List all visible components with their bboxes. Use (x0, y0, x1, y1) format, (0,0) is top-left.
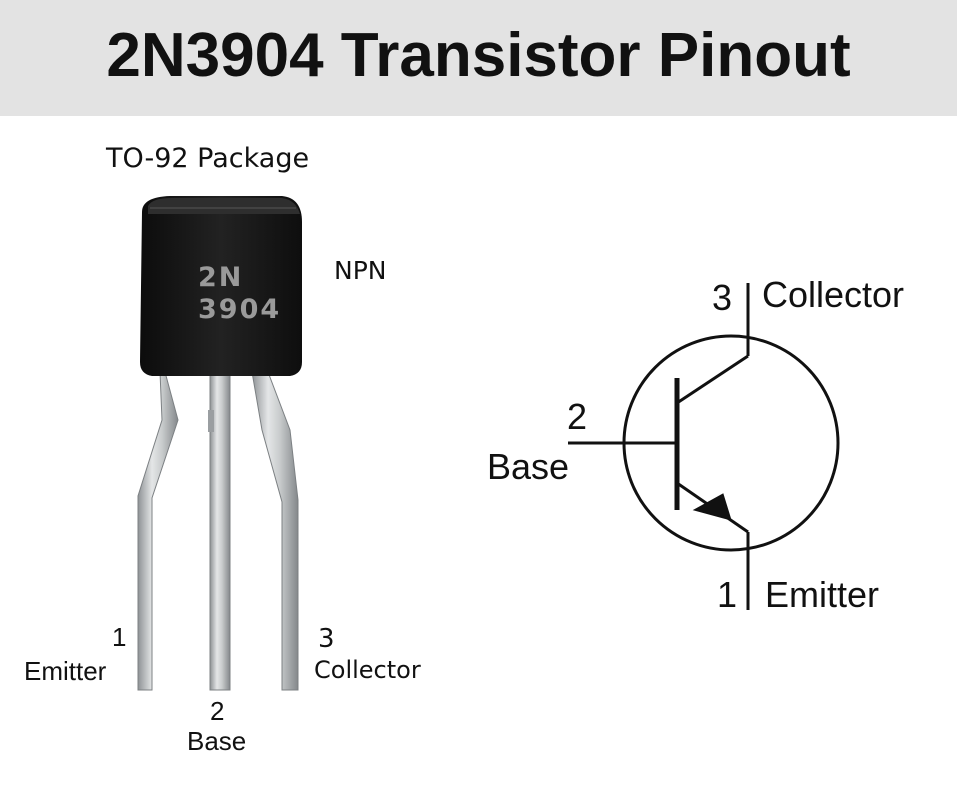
to92-package-body (140, 196, 302, 376)
schematic-base-number: 2 (567, 396, 588, 437)
emitter-arrow (692, 493, 732, 521)
npn-schematic-symbol (568, 283, 840, 610)
collector-lead (251, 371, 299, 691)
emitter-lead (137, 371, 179, 691)
pin3-number: 3 (318, 624, 335, 654)
schematic-emitter-label: Emitter (765, 574, 880, 615)
package-marking-line2: 3904 (198, 294, 282, 325)
schematic-base-label: Base (487, 446, 570, 487)
pin2-name: Base (187, 726, 247, 756)
pin1-number: 1 (112, 622, 127, 652)
collector-diagonal (676, 354, 749, 405)
pin2-number: 2 (210, 696, 225, 726)
transistor-leads (137, 371, 299, 691)
transistor-type-label: NPN (334, 256, 387, 285)
schematic-collector-label: Collector (762, 274, 905, 315)
base-lead-kink (208, 410, 214, 432)
package-label: TO-92 Package (106, 143, 310, 174)
schematic-emitter-number: 1 (717, 574, 738, 615)
schematic-collector-number: 3 (712, 277, 733, 318)
pin3-name: Collector (314, 656, 421, 684)
page-title: 2N3904 Transistor Pinout (106, 21, 851, 90)
package-marking-line1: 2N (198, 262, 244, 293)
title-banner (0, 0, 957, 116)
pin1-name: Emitter (24, 656, 107, 686)
